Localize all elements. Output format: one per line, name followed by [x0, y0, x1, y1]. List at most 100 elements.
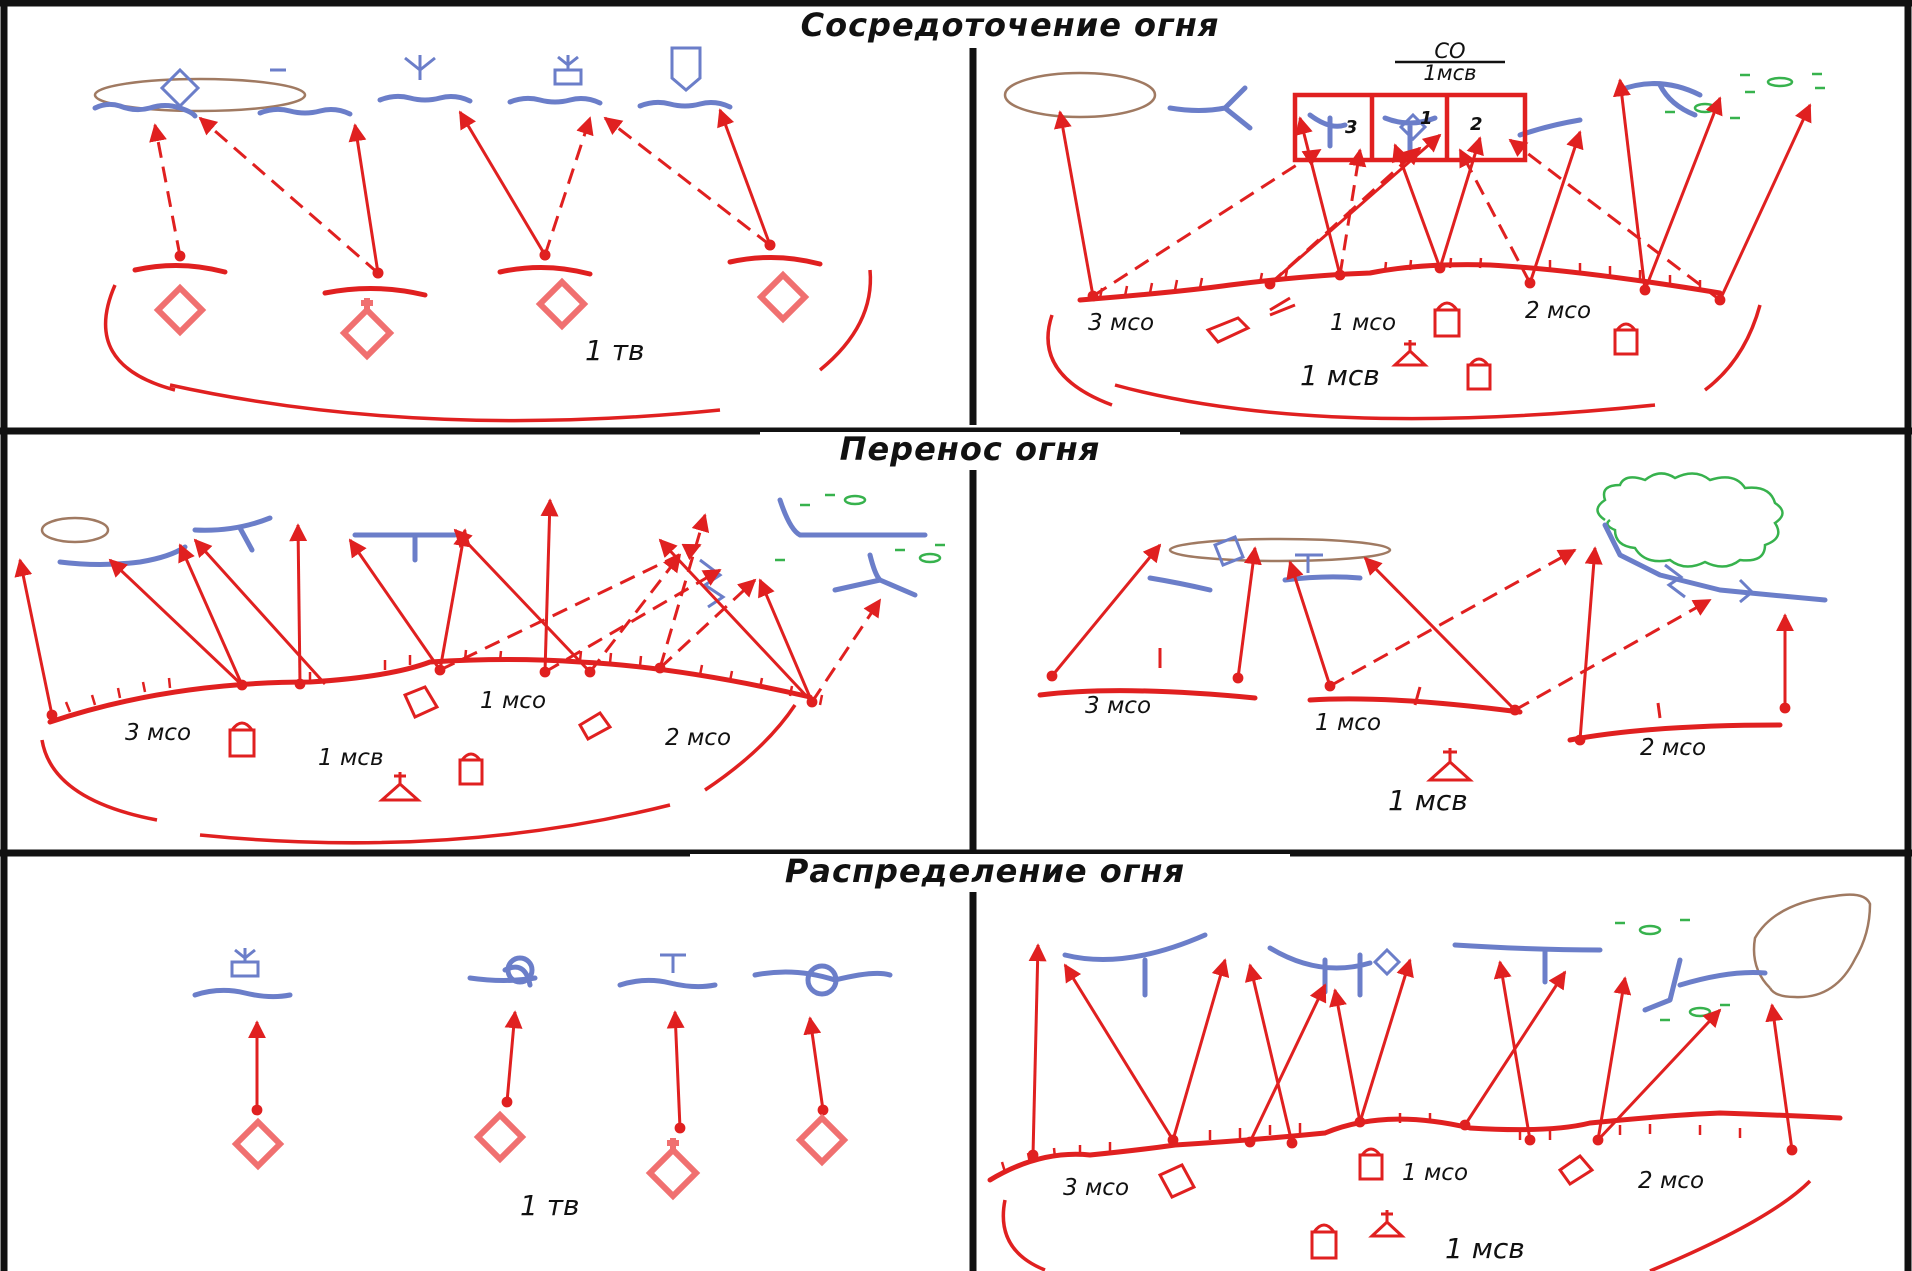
enemy-radar-icon [553, 55, 583, 86]
fire-line [14, 558, 58, 721]
enemy-gun-icon [1295, 553, 1323, 573]
fire-line [1592, 976, 1632, 1146]
terrain-vegetation [1615, 918, 1730, 1022]
panel-concentration-tank: 1 тв [92, 46, 873, 423]
unit-area-boundary [40, 739, 158, 822]
unit-area-boundary [1649, 1179, 1812, 1271]
own-command-post-icon [1426, 748, 1474, 782]
own-bmp-icon [1157, 1163, 1197, 1199]
enemy-trench [1452, 942, 1603, 985]
fire-line [1092, 148, 1322, 298]
enemy-trench [192, 515, 273, 553]
title-concentration: Сосредоточение огня [801, 6, 1220, 44]
terrain-contour [40, 516, 110, 544]
own-position [1037, 688, 1258, 701]
unit-area-boundary [1046, 314, 1113, 407]
enemy-trench [92, 101, 198, 119]
enemy-gun-icon [660, 953, 686, 973]
enemy-armored-icon [670, 46, 702, 92]
enemy-trench [1307, 112, 1348, 149]
enemy-trench [192, 987, 293, 1000]
enemy-trench [1642, 957, 1768, 1013]
label-2-mco: 2 мсо [665, 725, 731, 751]
fire-line [348, 538, 446, 676]
enemy-missile-icon [404, 55, 436, 80]
label-1-mco: 1 мсо [1330, 310, 1396, 336]
fire-line [1232, 546, 1262, 684]
own-front-line [987, 1110, 1843, 1183]
label-2-mco: 2 мсо [1638, 1168, 1704, 1194]
fire-line [1286, 560, 1336, 692]
own-bmp-icon [1358, 1147, 1384, 1181]
label-2-mco: 2 мсо [1640, 735, 1706, 761]
fire-line [1574, 546, 1603, 746]
enemy-trench [752, 969, 893, 983]
fire-line [501, 1010, 523, 1108]
enemy-trench [637, 99, 733, 110]
panel-distribution-mcv: 3 мсо 1 мсо 2 мсо 1 мсв [987, 893, 1872, 1271]
fire-line [1329, 988, 1366, 1128]
label-mcv: 1 мсв [1300, 359, 1380, 392]
fire-line [1493, 960, 1536, 1146]
fire-line [1612, 78, 1651, 296]
own-command-tank-icon [339, 298, 395, 361]
terrain-woods [1596, 472, 1784, 568]
own-bmp-icon [402, 685, 440, 719]
fire-line [1508, 138, 1726, 306]
fire-line [1392, 143, 1446, 274]
label-3-mco: 3 мсо [125, 720, 191, 746]
own-command-post-icon [1391, 340, 1429, 367]
fire-line [149, 123, 186, 262]
own-bmp-icon [1466, 357, 1492, 391]
panel-transfer-defense: 3 мсо 1 мсо 2 мсо 1 мсв [14, 493, 945, 845]
fire-line [198, 116, 384, 279]
own-command-tank-icon [645, 1138, 701, 1201]
fire-line [1295, 116, 1346, 281]
unit-area-boundary [104, 284, 176, 392]
own-bmp-icon [458, 752, 484, 786]
own-position [132, 263, 228, 275]
enemy-trench [257, 106, 353, 117]
fire-line [1363, 556, 1521, 716]
panel-transfer-offense: 3 мсо 1 мсо 2 мсо 1 мсв [1037, 472, 1828, 817]
unit-area-boundary [1703, 304, 1762, 392]
title-distribution: Распределение огня [785, 852, 1185, 890]
fire-line [1063, 963, 1179, 1146]
own-command-post-icon [1368, 1210, 1406, 1238]
fire-line [458, 110, 551, 261]
enemy-tank-icon [159, 67, 201, 109]
panel-concentration-mcv: СО 1мсв 3 1 2 [1003, 39, 1825, 421]
label-tank-battalion: 1 тв [585, 334, 645, 367]
own-tank-icon [795, 1113, 849, 1167]
unit-area-boundary [704, 704, 797, 792]
fire-line [654, 513, 710, 674]
enemy-armored-column [699, 558, 726, 609]
fire-line [348, 123, 384, 279]
label-mcv: 1 мсв [1445, 1232, 1525, 1265]
own-position [497, 265, 593, 277]
fire-line [588, 553, 682, 673]
label-3-mco: 3 мсо [1063, 1175, 1129, 1201]
own-bmp-icon [1310, 1223, 1338, 1260]
fire-line [178, 543, 244, 686]
sector-2-label: 2 [1470, 114, 1483, 135]
fire-line [1329, 548, 1577, 688]
label-3-mco: 3 мсо [1085, 693, 1151, 719]
fire-line [1054, 110, 1099, 302]
terrain-contour [93, 77, 307, 113]
fire-line [539, 498, 559, 678]
terrain-vegetation [775, 493, 945, 564]
label-co-denominator: 1мсв [1423, 61, 1476, 85]
enemy-trench [1602, 522, 1828, 603]
enemy-tank-icon [1398, 112, 1428, 142]
enemy-trench [1517, 117, 1583, 138]
fire-line [438, 528, 472, 671]
sector-3-label: 3 [1345, 117, 1358, 138]
enemy-trench [57, 544, 188, 567]
label-2-mco: 2 мсо [1525, 298, 1591, 324]
unit-area-boundary [1001, 1199, 1046, 1271]
enemy-armored-column [1664, 563, 1755, 604]
own-bmp-icon [577, 711, 613, 742]
fire-line [544, 568, 722, 674]
